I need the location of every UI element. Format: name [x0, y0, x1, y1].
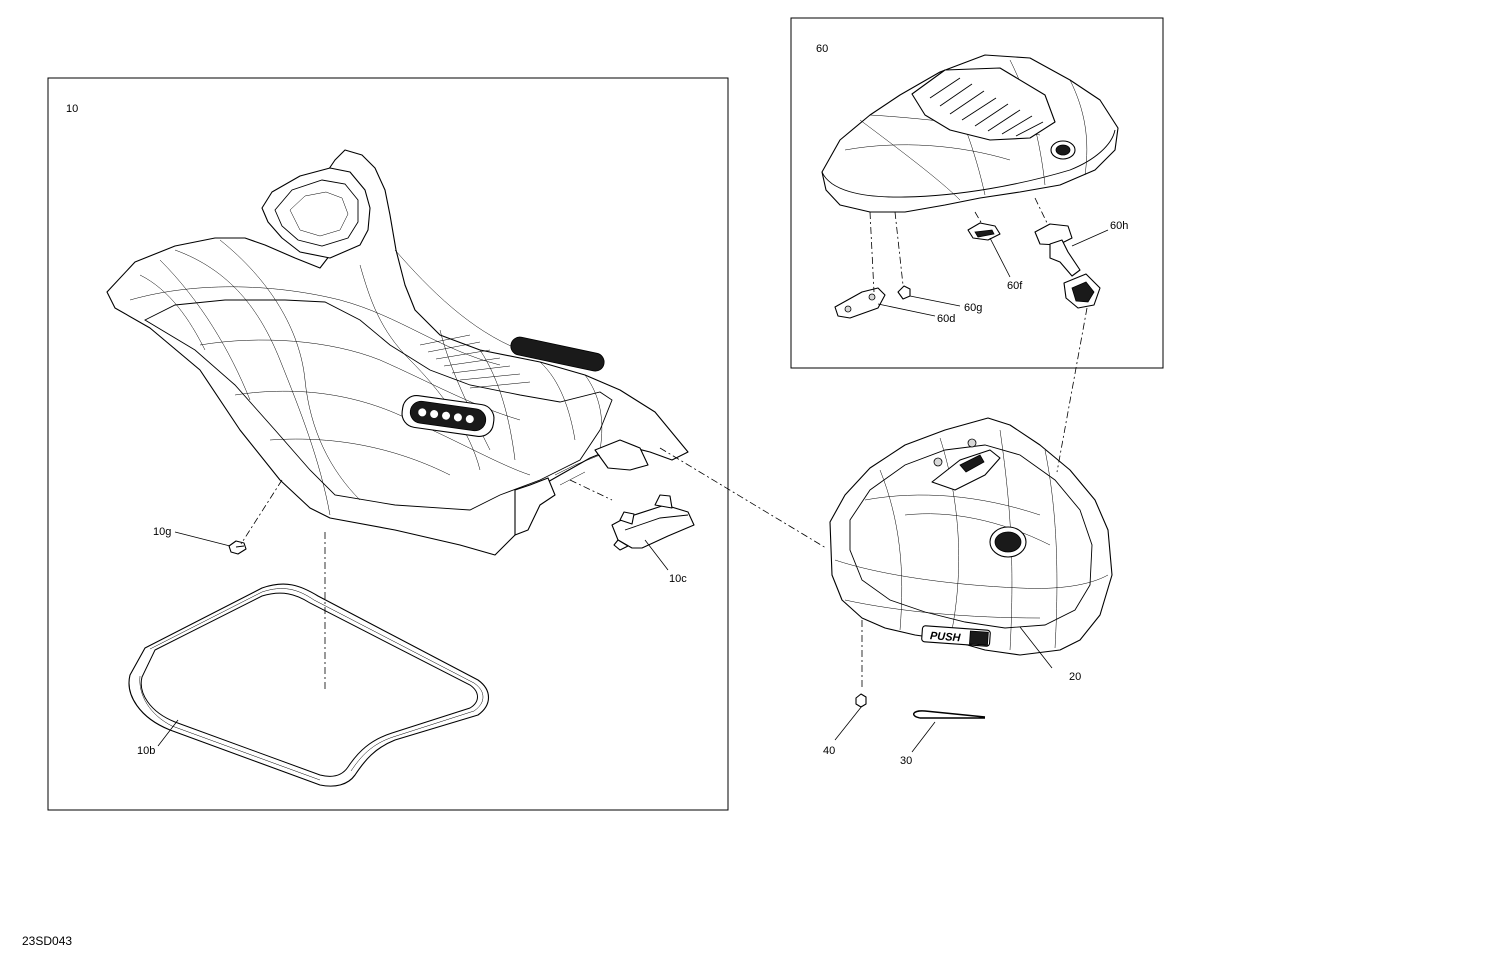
- callout-60g: 60g: [964, 302, 982, 314]
- callout-10b: 10b: [137, 745, 155, 757]
- callout-labels: 10g 10c 10b 20 40 30 60f 60h 60g 60d: [137, 220, 1128, 767]
- callout-30: 30: [900, 755, 912, 767]
- backrest-cushion-part-60: [821, 54, 1119, 213]
- seat-part-10: [106, 149, 689, 556]
- clip-part-60f: [967, 222, 1001, 241]
- group-60-frame: 60: [790, 17, 1164, 369]
- callout-40: 40: [823, 745, 835, 757]
- backrest-cover-part-20: PUSH: [829, 417, 1113, 656]
- callout-60d: 60d: [937, 313, 955, 325]
- latch-part-60h: [1034, 223, 1101, 309]
- screw-part-60g: [897, 285, 911, 300]
- drawing-code: 23SD043: [22, 934, 72, 948]
- callout-20: 20: [1069, 671, 1081, 683]
- callout-10c: 10c: [669, 573, 687, 585]
- hinge-part-60d: [834, 287, 886, 319]
- callout-60f: 60f: [1007, 280, 1023, 292]
- gasket-part-10b: [128, 583, 490, 787]
- pin-part-30: [913, 710, 986, 719]
- leader-lines: [157, 229, 1109, 753]
- nut-part-40: [855, 693, 867, 708]
- assembly-lines: [240, 197, 1088, 692]
- bracket-part-10c: [611, 494, 695, 551]
- callout-10g: 10g: [153, 526, 171, 538]
- screw-part-10g: [228, 540, 247, 555]
- group-10-label: 10: [66, 103, 78, 115]
- group-60-label: 60: [816, 43, 828, 55]
- group-10-frame: 10: [47, 77, 729, 811]
- callout-60h: 60h: [1110, 220, 1128, 232]
- push-badge-text: PUSH: [930, 630, 962, 644]
